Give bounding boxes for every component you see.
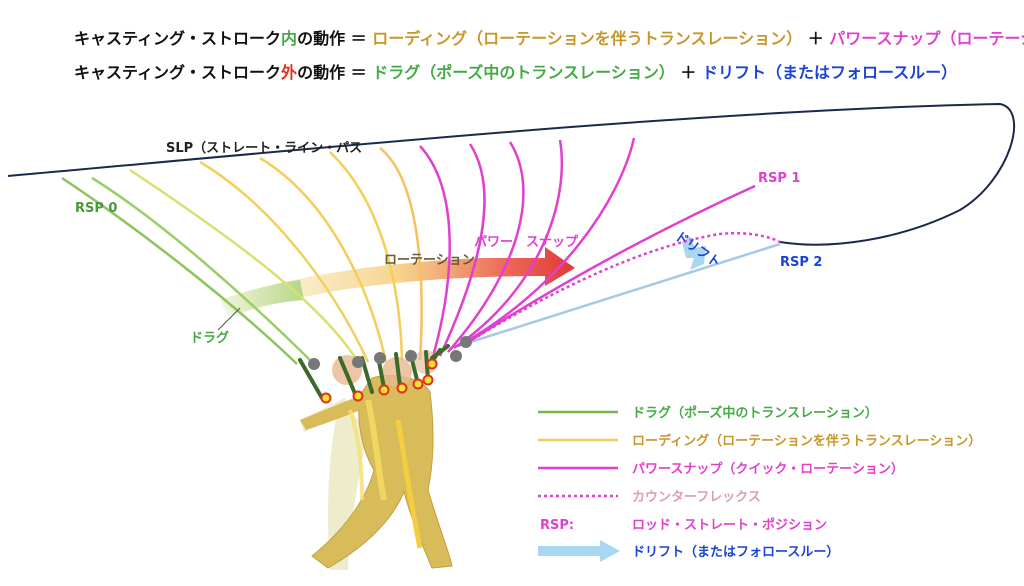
slp-label: SLP（ストレート・ライン・パス <box>166 140 362 156</box>
rod-yellow-2 <box>199 160 370 363</box>
rod-magenta-2 <box>438 143 486 357</box>
caster-figure <box>300 374 453 569</box>
rotation-band <box>220 247 575 316</box>
rod-yellow-1 <box>129 168 360 363</box>
drag-pointer <box>217 307 241 331</box>
rotation-label: ローテーション <box>384 253 475 268</box>
rod-magenta-6 <box>461 184 756 348</box>
legend-label-counterflex: カウンターフレックス <box>632 490 761 505</box>
legend-drift-arrow-icon <box>538 540 620 562</box>
rod-green-1 <box>61 176 298 365</box>
header2-prefix-a: キャスティング・ストローク <box>74 63 281 82</box>
header1-key: 内 <box>281 29 297 48</box>
header1-prefix-b: の動作 ＝ <box>297 29 372 48</box>
rod-yellow-4 <box>329 151 404 361</box>
legend-label-drag: ドラグ（ポーズ中のトランスレーション） <box>632 405 878 421</box>
rsp2-label: RSP 2 <box>780 255 822 270</box>
header1-part2: パワースナップ（ローテーション） <box>829 29 1024 48</box>
rsp0-label: RSP 0 <box>75 201 117 216</box>
rsp2-line <box>457 242 781 348</box>
rod-magenta-5 <box>457 137 636 348</box>
header1-prefix-a: キャスティング・ストローク <box>74 29 281 48</box>
header1-part1: ローディング（ローテーションを伴うトランスレーション） <box>372 29 802 48</box>
rod-yellow-5 <box>379 147 423 361</box>
legend: ドラグ（ポーズ中のトランスレーション） ローディング（ローテーションを伴うトラン… <box>538 405 981 562</box>
legend-label-loading: ローディング（ローテーションを伴うトランスレーション） <box>632 433 981 449</box>
header-line-2: キャスティング・ストローク外の動作 ＝ ドラグ（ポーズ中のトランスレーション） … <box>74 63 957 82</box>
legend-rsp-key: RSP: <box>540 518 574 533</box>
legend-label-powersnap: パワースナップ（クイック・ローテーション） <box>632 461 904 477</box>
rod-magenta-1 <box>419 145 451 361</box>
legend-drift-label: ドリフト（またはフォロースルー） <box>632 544 839 560</box>
legend-rsp-value: ロッド・ストレート・ポジション <box>632 517 827 533</box>
slp-line <box>7 102 1016 246</box>
rsp1-label: RSP 1 <box>758 171 800 186</box>
drag-band <box>220 280 304 316</box>
header1-plus: ＋ <box>802 29 829 48</box>
header2-key: 外 <box>280 63 297 82</box>
header2-prefix-b: の動作 ＝ <box>297 63 372 82</box>
header-line-1: キャスティング・ストローク内の動作 ＝ ローディング（ローテーションを伴うトラン… <box>74 29 1024 48</box>
counterflex-line <box>461 232 781 348</box>
header2-part1: ドラグ（ポーズ中のトランスレーション） <box>372 63 675 82</box>
hand-markers <box>320 358 438 404</box>
drag-label: ドラグ <box>190 330 229 346</box>
header2-part2: ドリフト（またはフォロースルー） <box>702 63 957 82</box>
rod-magenta-4 <box>453 139 564 350</box>
reel-knobs <box>308 336 472 370</box>
rod-yellow-3 <box>259 156 388 363</box>
drift-arrow-icon <box>682 236 706 270</box>
header2-plus: ＋ <box>675 63 702 82</box>
rod-magenta-3 <box>447 141 525 353</box>
power-snap-label: パワー スナップ <box>474 235 579 250</box>
rod-green-2 <box>91 176 319 369</box>
